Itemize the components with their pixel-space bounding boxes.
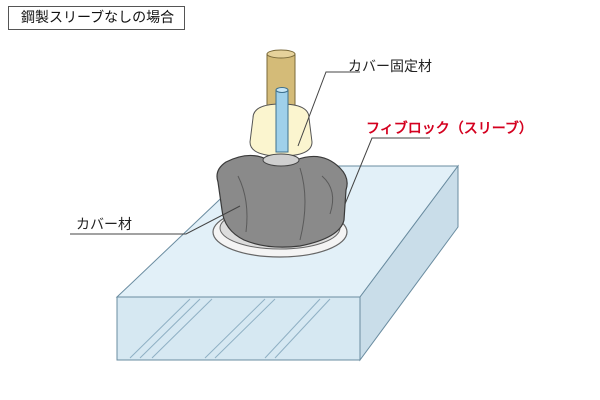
diagram-title: 鋼製スリーブなしの場合 [8,6,186,30]
label-fiblock: フィブロック（スリーブ） [366,121,533,137]
slab-front-face [116,296,361,361]
cover-material [216,153,348,248]
leader-lines [70,71,430,235]
leader-cover [70,205,241,235]
slab-reflection-lines [129,298,331,359]
concrete-slab [115,164,459,362]
leader-cover-fixing [297,71,360,147]
label-cover: カバー材 [76,217,132,233]
label-cover-fixing: カバー固定材 [348,59,432,75]
inner-pipe [275,89,289,153]
leader-fiblock [344,137,430,205]
